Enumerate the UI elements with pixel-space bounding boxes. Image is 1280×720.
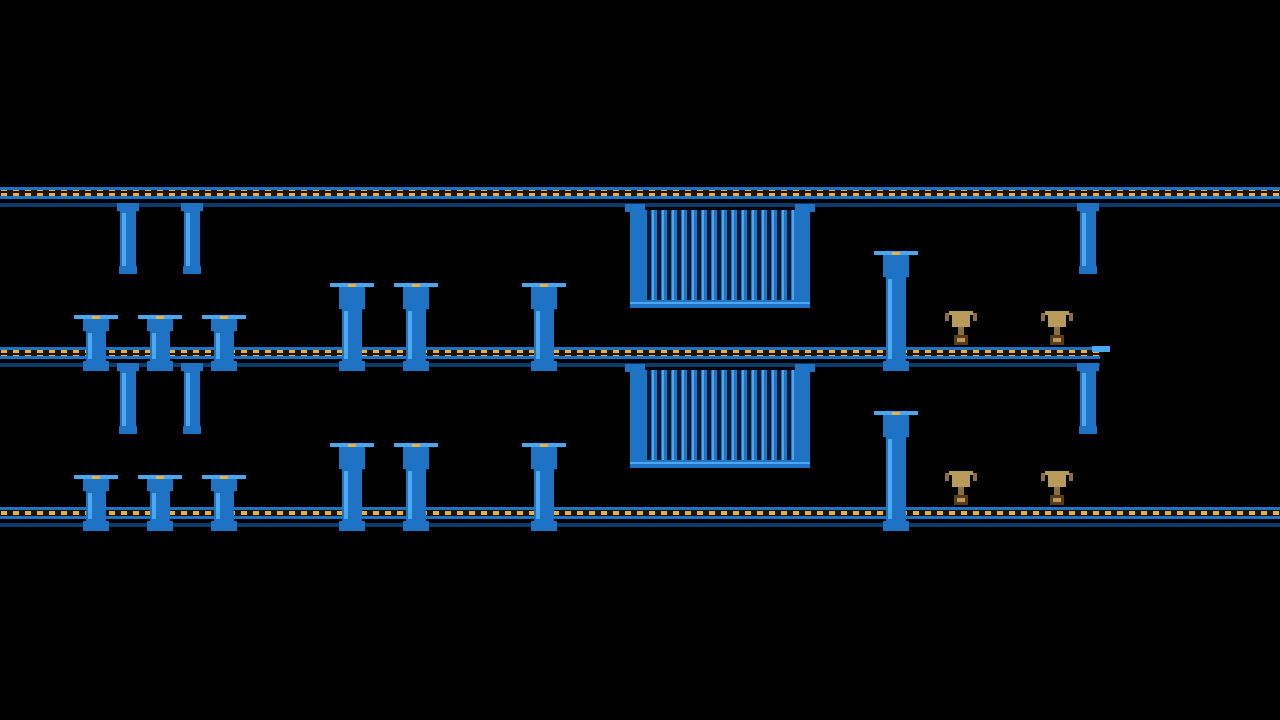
hanging-pipe <box>117 203 139 274</box>
hanging-pipe <box>1077 363 1099 434</box>
spike-gate <box>625 364 815 468</box>
trophy-icon[interactable] <box>945 471 977 505</box>
hanging-pipe <box>1077 203 1099 274</box>
pipe-pillar <box>330 283 374 371</box>
pipe-pillar <box>202 315 246 371</box>
hanging-pipe <box>181 203 203 274</box>
pipe-pillar <box>202 475 246 531</box>
pipe-pillar <box>138 315 182 371</box>
pipe-pillar <box>394 443 438 531</box>
spike-gate <box>625 204 815 308</box>
rail-bottom <box>0 507 1280 527</box>
pipe-pillar <box>394 283 438 371</box>
trophy-icon[interactable] <box>1041 311 1073 345</box>
pipe-pillar <box>522 283 566 371</box>
pipe-pillar <box>522 443 566 531</box>
pipe-pillar <box>874 411 918 531</box>
hanging-pipe <box>117 363 139 434</box>
pipe-pillar <box>874 251 918 371</box>
trophy-icon[interactable] <box>1041 471 1073 505</box>
pipe-pillar <box>74 475 118 531</box>
pipe-pillar <box>330 443 374 531</box>
pipe-pillar <box>138 475 182 531</box>
pipe-pillar <box>74 315 118 371</box>
hanging-pipe <box>181 363 203 434</box>
trophy-icon[interactable] <box>945 311 977 345</box>
